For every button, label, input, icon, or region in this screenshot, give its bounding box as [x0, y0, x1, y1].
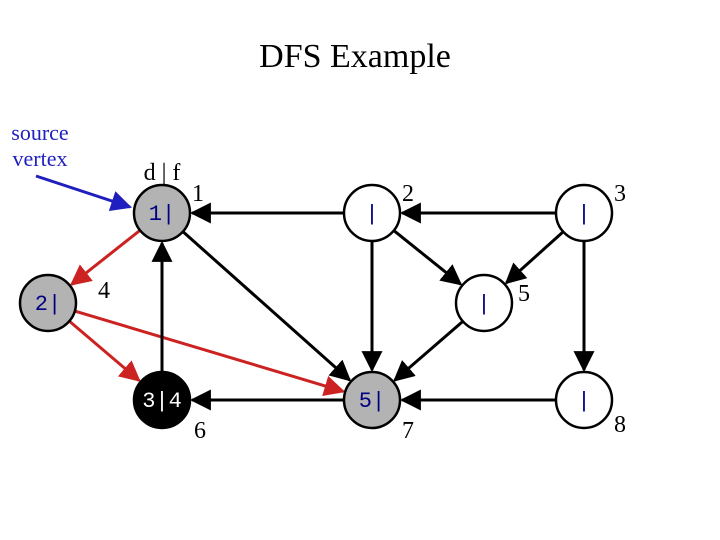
discovery-finish-label: d | f — [144, 160, 181, 186]
vertex-label: 2| — [35, 292, 61, 317]
nodes-layer: 1| | | 2| | 3|4 5| | — [18, 183, 614, 430]
vertex-number: 3 — [614, 181, 626, 207]
vertex-v7: 5| — [342, 370, 402, 430]
edge-v4-v7-tree — [74, 309, 346, 397]
vertex-number: 1 — [192, 181, 204, 207]
vertex-label: | — [365, 202, 378, 227]
vertex-label: | — [477, 292, 490, 317]
source-label-line1: source — [11, 120, 68, 145]
vertex-circle-white — [342, 183, 402, 243]
diagram-title: DFS Example — [259, 38, 451, 75]
vertex-circle-gray — [132, 183, 192, 243]
vertex-v5: | — [454, 273, 514, 333]
vertex-v3: | — [554, 183, 614, 243]
vertex-v4: 2| — [18, 273, 78, 333]
edge-v1-v4-tree — [69, 229, 141, 286]
vertex-label: | — [577, 202, 590, 227]
vertex-circle-gray — [18, 273, 78, 333]
vertex-circle-white — [554, 370, 614, 430]
vertex-v2: | — [342, 183, 402, 243]
vertex-number: 7 — [402, 418, 414, 444]
vertex-number: 6 — [194, 418, 206, 444]
vertex-label: 1| — [149, 202, 175, 227]
vertex-number: 2 — [402, 181, 414, 207]
vertex-label: | — [577, 389, 590, 414]
vertex-number: 8 — [614, 412, 626, 438]
source-label-line2: vertex — [13, 146, 68, 171]
edge-v1-v7 — [181, 230, 352, 382]
vertex-circle-gray — [342, 370, 402, 430]
vertex-number: 4 — [98, 278, 110, 304]
vertex-label: 5| — [359, 389, 385, 414]
vertex-v1: 1| — [132, 183, 192, 243]
vertex-numbers-layer: 1 2 3 4 5 6 7 8 — [98, 181, 626, 444]
edge-v2-v5 — [392, 229, 463, 286]
edges-layer — [68, 202, 595, 411]
vertex-circle-white — [554, 183, 614, 243]
vertex-number: 5 — [518, 281, 530, 307]
vertex-label: 3|4 — [142, 389, 182, 414]
vertex-circle-black — [132, 370, 192, 430]
source-arrow — [35, 174, 132, 212]
vertex-v6: 3|4 — [132, 370, 192, 430]
edge-v5-v7 — [393, 320, 464, 382]
vertex-circle-white — [454, 273, 514, 333]
vertex-v8: | — [554, 370, 614, 430]
edge-v4-v6-tree — [68, 320, 141, 382]
edge-v3-v5 — [504, 230, 565, 285]
